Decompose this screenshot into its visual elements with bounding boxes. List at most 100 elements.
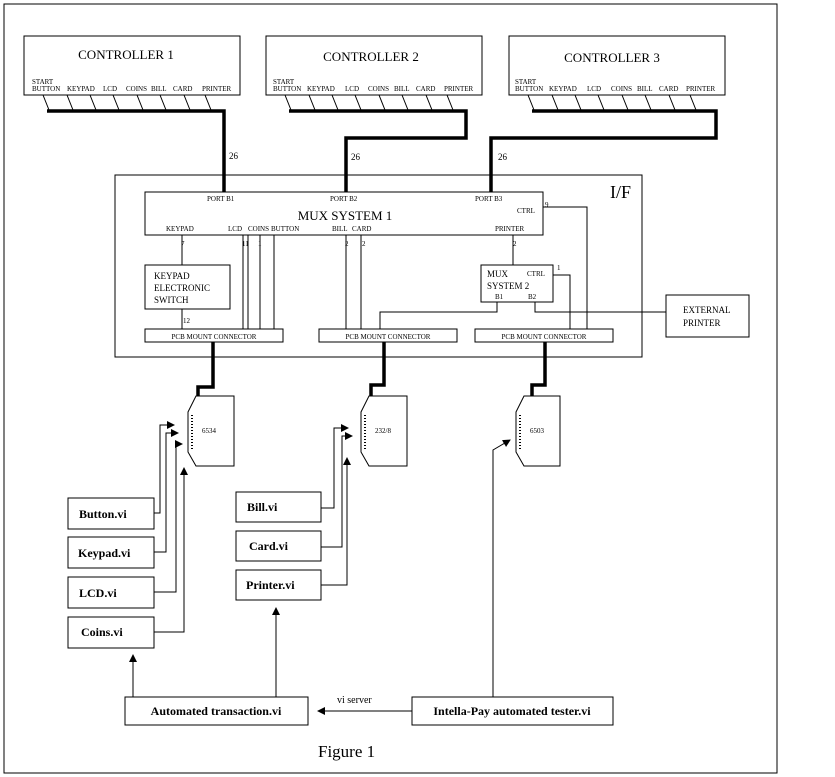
keypad-switch-line-3: SWITCH xyxy=(154,295,189,305)
external-printer-line-1: EXTERNAL xyxy=(683,305,731,315)
mux1-port-b1: PORT B1 xyxy=(207,195,235,203)
mux-system-1-box xyxy=(144,191,544,236)
c3-port-lcd: LCD xyxy=(587,85,601,93)
controller-2-box xyxy=(265,35,483,96)
card-vi-box[interactable] xyxy=(235,530,322,562)
c3-port-start: START xyxy=(515,78,537,86)
c3-port-card: CARD xyxy=(659,85,678,93)
bill-vi-box[interactable] xyxy=(235,491,322,523)
vi-to-card-arrows xyxy=(154,421,511,698)
cable-1-count: 26 xyxy=(229,151,239,161)
mux1-ctrl: CTRL xyxy=(517,207,535,215)
vi-mid-group: Bill.vi Card.vi Printer.vi xyxy=(235,491,322,601)
wire-mux2-ctrl-count: 1 xyxy=(557,264,561,272)
controller-3-title: CONTROLLER 3 xyxy=(564,50,660,65)
tester-label: Intella-Pay automated tester.vi xyxy=(433,704,591,718)
mux1-out-button: BUTTON xyxy=(271,225,299,233)
mux1-out-lcd: LCD xyxy=(228,225,242,233)
vi-server-label: vi server xyxy=(337,695,372,706)
controller-3: CONTROLLER 3 xyxy=(508,35,726,96)
mux1-port-b3: PORT B3 xyxy=(475,195,503,203)
c1-port-bill: BILL xyxy=(151,85,167,93)
internal-wiring xyxy=(181,206,666,329)
pcb-connector-2 xyxy=(318,328,458,343)
controller-2: CONTROLLER 2 xyxy=(265,35,483,96)
mux2-ctrl: CTRL xyxy=(527,270,545,278)
c1-port-button: BUTTON xyxy=(32,85,60,93)
c1-port-printer: PRINTER xyxy=(202,85,232,93)
pcb-connector-2-label: PCB MOUNT CONNECTOR xyxy=(346,333,431,341)
button-vi-label: Button.vi xyxy=(79,507,127,521)
c1-port-keypad: KEYPAD xyxy=(67,85,95,93)
mux1-port-b2: PORT B2 xyxy=(330,195,358,203)
interface-box xyxy=(114,174,643,358)
c2-port-printer: PRINTER xyxy=(444,85,474,93)
keypad-vi-label: Keypad.vi xyxy=(78,546,131,560)
card-6503: 6503 xyxy=(515,395,561,467)
card-232-8-label: 232/8 xyxy=(375,427,391,435)
coins-vi-box[interactable] xyxy=(67,616,155,649)
wire-lcd-count: 11 xyxy=(242,240,249,248)
mux1-out-card: CARD xyxy=(352,225,371,233)
controller-3-box xyxy=(508,35,726,96)
c2-port-button: BUTTON xyxy=(273,85,301,93)
card-6534: 6534 xyxy=(187,395,235,467)
c2-port-card: CARD xyxy=(416,85,435,93)
controller-port-stubs xyxy=(42,94,697,111)
wire-coins-count: 1 xyxy=(258,240,262,248)
controller-1-title: CONTROLLER 1 xyxy=(78,47,174,62)
interface-label: I/F xyxy=(610,182,631,202)
automated-transaction-label: Automated transaction.vi xyxy=(151,704,282,718)
outer-frame xyxy=(3,3,778,774)
card-6534-label: 6534 xyxy=(202,427,217,435)
keypad-switch-box xyxy=(144,264,231,310)
tester-box[interactable] xyxy=(411,696,614,726)
mux2-b1: B1 xyxy=(495,293,504,301)
c3-port-bill: BILL xyxy=(637,85,653,93)
pcb-connector-1-label: PCB MOUNT CONNECTOR xyxy=(172,333,257,341)
cable-controller-3 xyxy=(489,109,718,192)
bottom-arrows xyxy=(129,607,412,715)
coins-vi-label: Coins.vi xyxy=(81,625,123,639)
card-vi-label: Card.vi xyxy=(249,539,289,553)
keypad-switch-line-2: ELECTRONIC xyxy=(154,283,210,293)
c2-port-bill: BILL xyxy=(394,85,410,93)
card-cables xyxy=(196,342,547,396)
mux1-out-bill: BILL xyxy=(332,225,348,233)
c3-port-button: BUTTON xyxy=(515,85,543,93)
controller-2-ports: START BUTTON KEYPAD LCD COINS BILL CARD … xyxy=(273,78,474,93)
c1-port-lcd: LCD xyxy=(103,85,117,93)
mux1-out-coins: COINS xyxy=(248,225,269,233)
c2-port-keypad: KEYPAD xyxy=(307,85,335,93)
automated-transaction-box[interactable] xyxy=(124,696,309,726)
card-232-8: 232/8 xyxy=(360,395,408,467)
lcd-vi-label: LCD.vi xyxy=(79,586,117,600)
c1-port-card: CARD xyxy=(173,85,192,93)
wire-keypad-count: 7 xyxy=(181,240,185,248)
c3-port-coins: COINS xyxy=(611,85,632,93)
c1-port-start: START xyxy=(32,78,54,86)
mux-system-1-title: MUX SYSTEM 1 xyxy=(298,208,393,223)
cable-2-count: 26 xyxy=(351,152,361,162)
wire-switch-count: 12 xyxy=(183,317,191,325)
controller-1-ports: START BUTTON KEYPAD LCD COINS BILL CARD … xyxy=(32,78,232,93)
bill-vi-label: Bill.vi xyxy=(247,500,278,514)
mux-system-2-box xyxy=(480,264,554,303)
figure-caption: Figure 1 xyxy=(318,742,375,761)
pcb-connector-3-label: PCB MOUNT CONNECTOR xyxy=(502,333,587,341)
wire-printer-count: 2 xyxy=(513,240,517,248)
c3-port-printer: PRINTER xyxy=(686,85,716,93)
controller-1: CONTROLLER 1 xyxy=(23,35,241,96)
mux2-b2: B2 xyxy=(528,293,537,301)
button-vi-box[interactable] xyxy=(67,497,155,530)
mux2-line-2: SYSTEM 2 xyxy=(487,281,529,291)
printer-vi-label: Printer.vi xyxy=(246,578,295,592)
mux1-out-keypad: KEYPAD xyxy=(166,225,194,233)
wire-bill-count: 2 xyxy=(345,240,349,248)
cable-3-count: 26 xyxy=(498,152,508,162)
external-printer-line-2: PRINTER xyxy=(683,318,721,328)
wire-card-count: 2 xyxy=(362,240,366,248)
controller-1-box xyxy=(23,35,241,96)
controller-cables xyxy=(47,109,718,192)
